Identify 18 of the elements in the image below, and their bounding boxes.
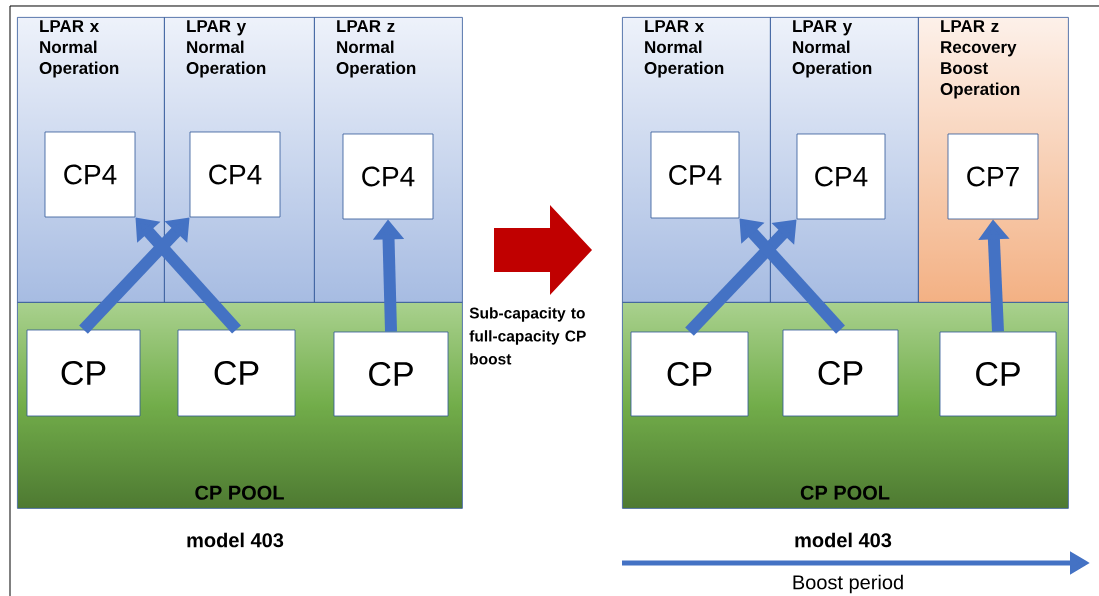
processor-box: CP7 [947, 133, 1039, 220]
processor-box: CP [333, 331, 449, 417]
processor-box: CP4 [342, 133, 434, 220]
model-caption: model 403 [187, 532, 284, 548]
processor-box: CP4 [189, 131, 281, 218]
boost-description: Sub-capacity to full-capacity CP boost [469, 307, 586, 365]
processor-box: CP [630, 331, 749, 417]
processor-box: CP4 [650, 131, 740, 219]
processor-box: CP4 [796, 133, 886, 220]
arrow [79, 217, 190, 334]
processor-box: CP [782, 329, 899, 417]
processor-box: CP [939, 331, 1057, 417]
model-caption: model 403 [795, 532, 892, 548]
processor-box: CP [177, 329, 296, 417]
processor-box: CP [26, 329, 141, 417]
arrow [685, 219, 797, 336]
processor-box: CP4 [44, 131, 136, 218]
period-label: Boost period [793, 574, 903, 594]
